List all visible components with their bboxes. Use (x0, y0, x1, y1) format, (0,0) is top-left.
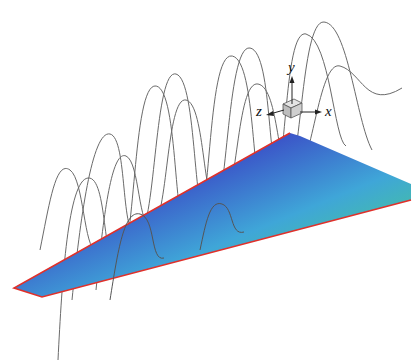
axis-label: y (288, 60, 295, 75)
axis-label: x (325, 104, 332, 119)
axis-label: z (256, 104, 262, 119)
